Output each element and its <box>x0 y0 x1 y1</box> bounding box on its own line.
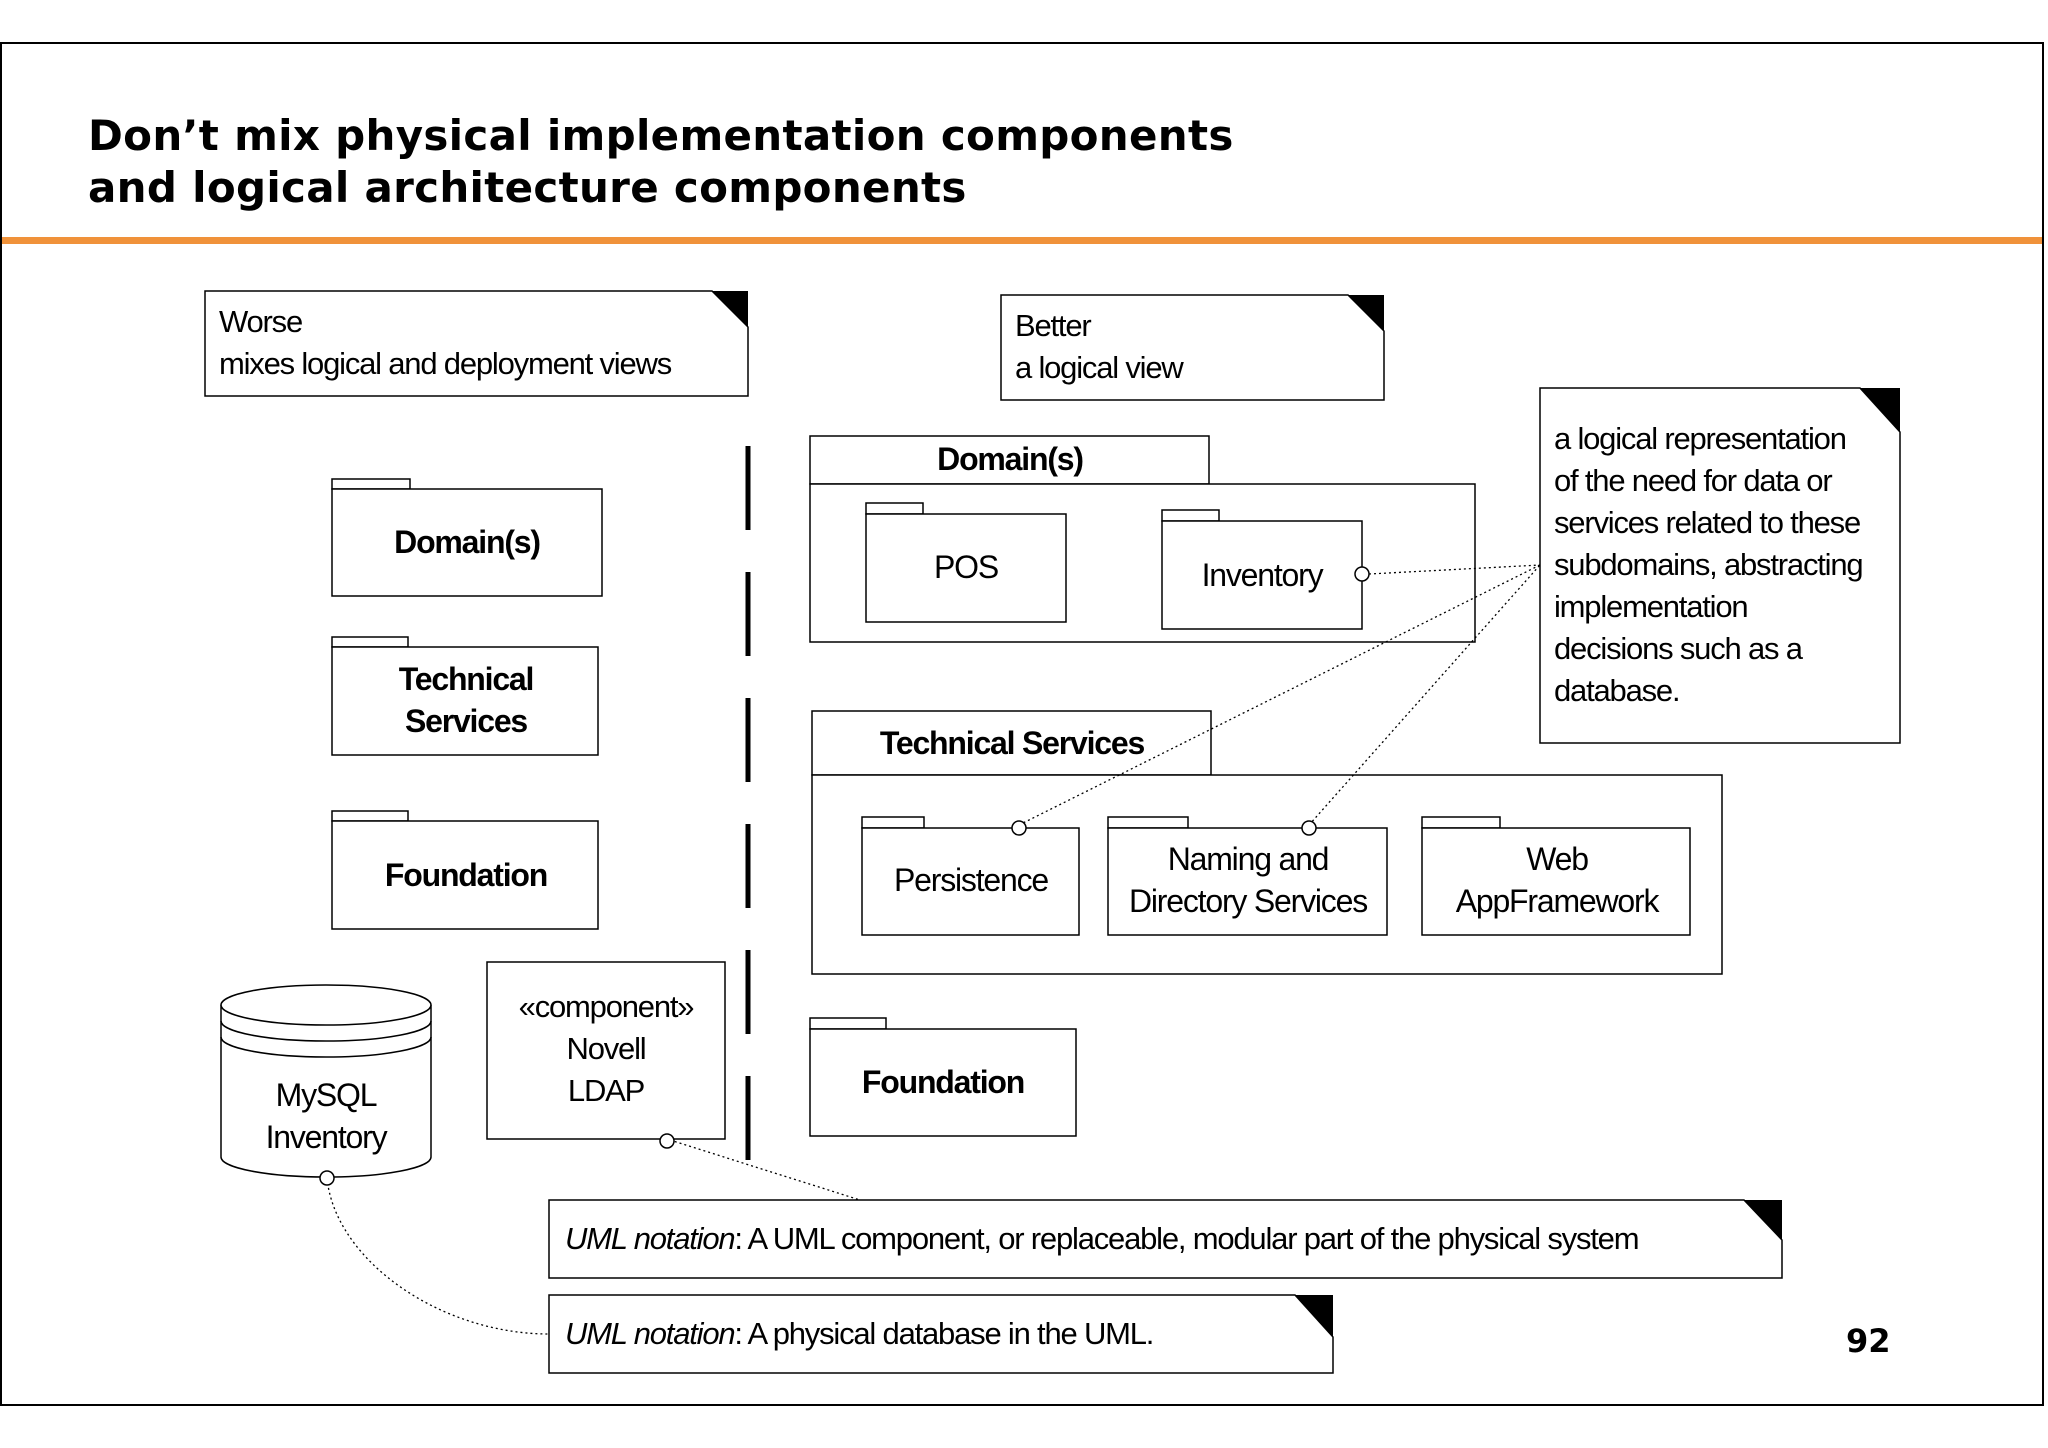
right-package-technical-services: Technical Services Persistence Naming an… <box>811 710 1723 975</box>
component-label-line-1: Novell <box>567 1031 646 1066</box>
web-label-line-2: AppFramework <box>1456 883 1661 919</box>
component-label-line-2: LDAP <box>568 1073 645 1108</box>
note-uml-component-text: UML notation: A UML component, or replac… <box>565 1221 1638 1256</box>
left-technical-line-1: Technical <box>399 661 533 697</box>
right-domains-label: Domain(s) <box>937 441 1083 477</box>
note-logical-line-7: database. <box>1554 673 1679 708</box>
naming-label-line-1: Naming and <box>1168 841 1329 877</box>
note-better-line-2: a logical view <box>1015 350 1184 385</box>
note-uml-database-italic: UML notation <box>565 1316 734 1351</box>
database-interface-icon <box>319 1170 335 1186</box>
connector-component-note <box>669 1139 861 1201</box>
left-foundation-label: Foundation <box>385 857 547 893</box>
web-label-line-1: Web <box>1526 841 1588 877</box>
title-line-1: Don’t mix physical implementation compon… <box>88 111 1234 160</box>
database-label-line-1: MySQL <box>276 1077 377 1113</box>
note-uml-component: UML notation: A UML component, or replac… <box>548 1199 1783 1279</box>
left-package-technical-services: Technical Services <box>331 636 599 756</box>
note-uml-component-body: : A UML component, or replaceable, modul… <box>734 1221 1638 1256</box>
inventory-label: Inventory <box>1202 557 1324 593</box>
package-persistence: Persistence <box>861 816 1080 936</box>
note-logical-line-2: of the need for data or <box>1554 463 1832 498</box>
left-package-foundation: Foundation <box>331 810 599 930</box>
note-connectors <box>326 564 1541 1335</box>
left-technical-line-2: Services <box>405 703 527 739</box>
right-foundation-label: Foundation <box>862 1064 1024 1100</box>
note-uml-database-body: : A physical database in the UML. <box>734 1316 1153 1351</box>
left-domains-label: Domain(s) <box>394 524 540 560</box>
package-naming-directory: Naming and Directory Services <box>1107 816 1388 936</box>
package-inventory: Inventory <box>1161 509 1363 630</box>
note-worse-line-1: Worse <box>219 304 302 339</box>
package-pos: POS <box>865 502 1067 623</box>
left-package-domains: Domain(s) <box>331 478 603 597</box>
component-stereotype: «component» <box>519 989 694 1024</box>
connector-persistence-note <box>1018 564 1541 826</box>
title-line-2: and logical architecture components <box>88 163 967 212</box>
pos-label: POS <box>934 549 998 585</box>
note-better: Better a logical view <box>1000 294 1385 401</box>
database-label-line-2: Inventory <box>266 1119 388 1155</box>
interface-circles <box>319 566 1370 1186</box>
note-logical-representation: a logical representation of the need for… <box>1539 387 1901 744</box>
connector-inventory-note <box>1368 564 1541 575</box>
page-number: 92 <box>1846 1322 1891 1360</box>
persistence-label: Persistence <box>894 862 1048 898</box>
right-technical-label: Technical Services <box>880 725 1145 761</box>
note-worse: Worse mixes logical and deployment views <box>204 290 749 397</box>
right-package-foundation: Foundation <box>809 1017 1077 1137</box>
note-logical-line-5: implementation <box>1554 589 1747 624</box>
persistence-interface-icon <box>1011 820 1027 836</box>
database-mysql-inventory: MySQL Inventory <box>220 984 432 1178</box>
naming-label-line-2: Directory Services <box>1129 883 1367 919</box>
note-logical-line-3: services related to these <box>1554 505 1860 540</box>
note-uml-database-text: UML notation: A physical database in the… <box>565 1316 1153 1351</box>
note-logical-line-4: subdomains, abstracting <box>1554 547 1862 582</box>
connector-database-note <box>326 1177 550 1335</box>
note-logical-line-6: decisions such as a <box>1554 631 1804 666</box>
inventory-interface-icon <box>1354 566 1370 582</box>
naming-interface-icon <box>1301 820 1317 836</box>
title-divider <box>2 237 2042 244</box>
note-uml-component-italic: UML notation <box>565 1221 734 1256</box>
note-uml-database: UML notation: A physical database in the… <box>548 1294 1334 1374</box>
package-web-appframework: Web AppFramework <box>1421 816 1691 936</box>
note-worse-line-2: mixes logical and deployment views <box>219 346 672 381</box>
component-interface-icon <box>659 1133 675 1149</box>
right-package-domains: Domain(s) POS Inventory <box>809 435 1476 643</box>
note-logical-line-1: a logical representation <box>1554 421 1846 456</box>
component-novell-ldap: «component» Novell LDAP <box>486 961 726 1140</box>
note-better-line-1: Better <box>1015 308 1091 343</box>
slide-title: Don’t mix physical implementation compon… <box>88 110 1234 214</box>
